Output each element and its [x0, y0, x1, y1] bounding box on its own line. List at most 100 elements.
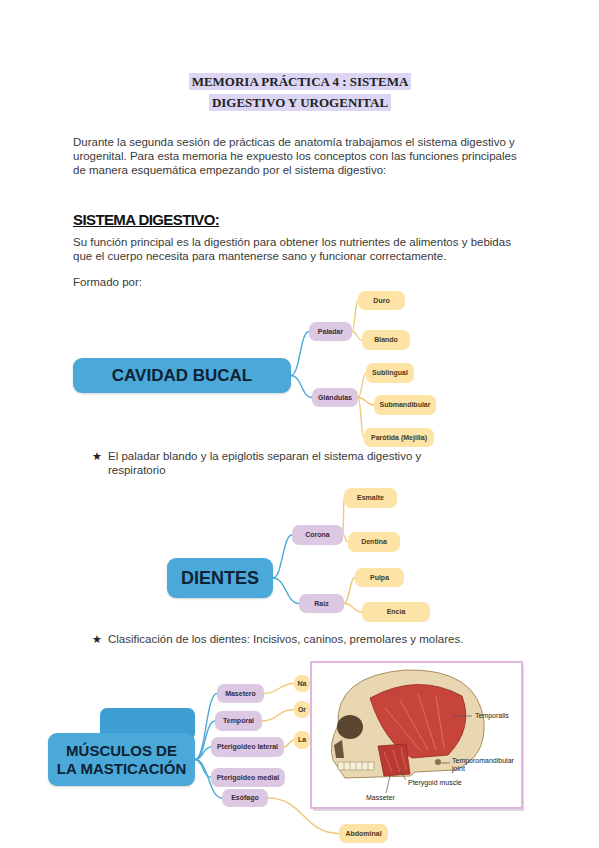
branch-box: Glándulas	[312, 388, 358, 407]
connector	[284, 740, 294, 747]
connector	[358, 373, 366, 398]
joint-mark	[435, 759, 441, 765]
node-text: Encía	[387, 608, 406, 616]
leaf-box: Na	[294, 675, 310, 692]
connector	[268, 798, 339, 834]
connector-line	[358, 398, 364, 438]
muscle-fibers	[385, 694, 444, 750]
connector-line	[262, 710, 294, 722]
branch-box: Raíz	[299, 594, 344, 613]
connector	[344, 578, 355, 604]
connector	[264, 684, 294, 694]
node-text: Glándulas	[318, 394, 352, 402]
connector	[291, 332, 309, 376]
node-text: Sublingual	[372, 369, 408, 377]
connector-line	[344, 604, 362, 613]
title-block: MEMORIA PRÁCTICA 4 : SISTEMA DIGESTIVO Y…	[160, 71, 440, 113]
node-text: Paladar	[318, 328, 343, 336]
node-text: Submandibular	[380, 401, 431, 409]
node-text: Pulpa	[370, 574, 389, 582]
branch-box: Pterigoideo lateral	[211, 737, 284, 757]
connector	[291, 376, 312, 398]
connector-line	[352, 301, 358, 332]
connector-line	[195, 760, 211, 778]
node-text: Temporal	[223, 717, 254, 725]
topic-box: DIENTES	[167, 558, 273, 598]
connector-line	[195, 747, 211, 760]
connector-line	[358, 398, 374, 406]
node-text: Esmalte	[357, 494, 384, 502]
connector	[195, 760, 211, 778]
leaf-box: Esmalte	[344, 488, 397, 508]
leaf-box: Encía	[362, 602, 430, 622]
muscle-fibers	[384, 748, 406, 772]
connector-line	[264, 684, 294, 694]
leaf-box: Blando	[362, 330, 410, 350]
node-text: Parótida (Mejilla)	[371, 434, 427, 442]
nasal-cavity	[334, 740, 344, 758]
node-text: Abdominal	[345, 830, 381, 838]
connector-line	[268, 798, 339, 834]
teeth-lines	[344, 762, 368, 770]
body-text: El paladar blando y la epiglotis separan…	[108, 449, 478, 477]
connector-line	[273, 535, 292, 578]
teeth	[338, 762, 374, 770]
branch-box: Corona	[292, 525, 343, 545]
node-text: MÚSCULOS DE LA MASTICACIÓN	[56, 742, 187, 777]
node-text: Na	[298, 680, 307, 688]
leader-line	[386, 776, 390, 793]
node-text: DIENTES	[181, 568, 259, 589]
figure-label: Temporalis	[475, 712, 509, 720]
figure-label: Masseter	[366, 794, 395, 802]
connector-line	[273, 578, 299, 604]
branch-box: Paladar	[309, 322, 352, 341]
node-text: Duro	[373, 297, 389, 305]
title: MEMORIA PRÁCTICA 4 : SISTEMA DIGESTIVO Y…	[189, 73, 412, 111]
connector-line	[291, 332, 309, 376]
branch-box: Masetero	[217, 684, 264, 703]
connector-line	[291, 376, 312, 398]
leaf-box: La	[294, 731, 310, 749]
node-text: Pterigoideo lateral	[217, 743, 278, 751]
branch-box: Esófago	[222, 789, 268, 807]
connector	[344, 604, 362, 613]
connector	[262, 710, 294, 722]
body-text: Clasificación de los dientes: Incisivos,…	[108, 632, 538, 646]
leaf-box: Parótida (Mejilla)	[364, 428, 434, 447]
node-text: Pterigoideo medial	[217, 774, 280, 782]
connector	[352, 332, 362, 341]
node-text: Corona	[305, 531, 330, 539]
leader-line	[400, 770, 406, 780]
node-text: Blando	[374, 336, 398, 344]
leaf-box: Or	[294, 701, 310, 718]
node-text: Raíz	[314, 600, 328, 608]
connector	[358, 398, 374, 406]
node-text: Esófago	[231, 794, 259, 802]
leaf-box: Duro	[358, 291, 405, 310]
connector-line	[344, 578, 355, 604]
connector	[352, 301, 358, 332]
figure-label: Temporomandibular joint	[452, 757, 518, 773]
connector-line	[352, 332, 362, 341]
topic-box: CAVIDAD BUCAL	[73, 358, 291, 393]
node-text: Or	[298, 706, 306, 714]
bullet-star: ★	[92, 632, 102, 646]
leaf-box: Dentina	[348, 532, 400, 552]
masseter-muscle	[378, 744, 410, 776]
eye-orbit	[337, 715, 363, 739]
image-frame	[311, 662, 522, 808]
connector	[195, 747, 211, 760]
leaf-box: Sublingual	[366, 363, 414, 383]
node-text: La	[298, 736, 306, 744]
bullet-star: ★	[92, 449, 102, 463]
figure-label: Pterygoid muscle	[408, 779, 462, 787]
branch-box: Pterigoideo medial	[211, 768, 285, 787]
connector	[358, 398, 364, 438]
leaf-box: Pulpa	[355, 568, 404, 587]
section-heading: SISTEMA DIGESTIVO:	[73, 211, 219, 229]
leader-line	[453, 716, 472, 717]
